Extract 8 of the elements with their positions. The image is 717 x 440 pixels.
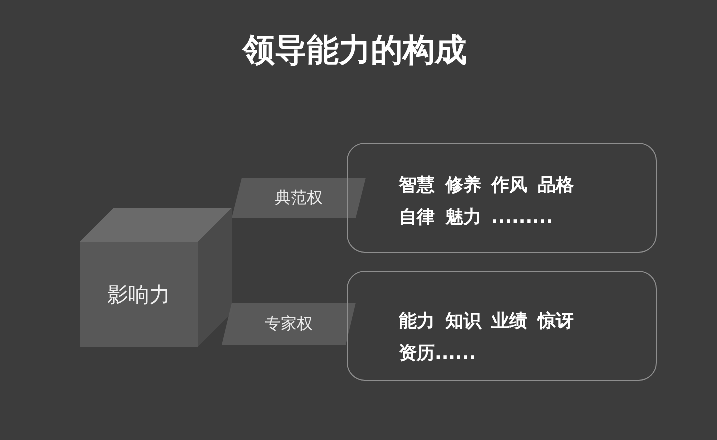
rounded-panel xyxy=(347,143,657,253)
cube-label: 影响力 xyxy=(108,282,170,308)
rounded-panel xyxy=(347,271,657,381)
title: 领导能力的构成 xyxy=(243,31,467,69)
banner-label: 典范权 xyxy=(275,188,323,208)
panel-text: 能力 知识 业绩 惊讶资历...... xyxy=(399,310,575,366)
panel-text: 智慧 修养 作风 品格自律 魅力 ......... xyxy=(399,174,575,230)
banner-label: 专家权 xyxy=(265,314,313,334)
